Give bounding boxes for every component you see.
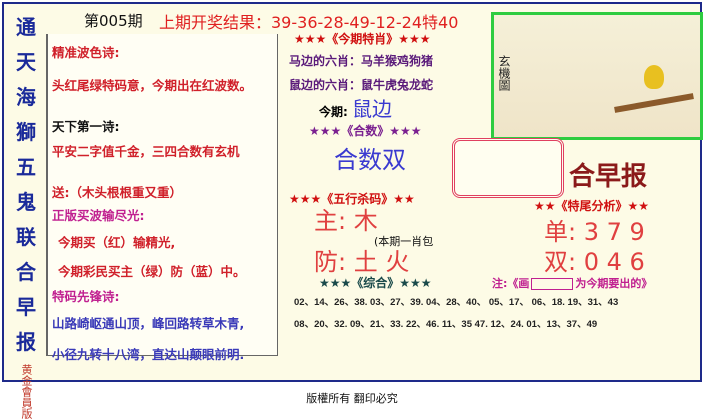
poem-heading: 精准波色诗: xyxy=(52,45,120,60)
section-heading: ★★★《合数》★★★ xyxy=(309,124,422,138)
poem-heading: 特码先锋诗: xyxy=(52,289,120,304)
side-char: 报 xyxy=(16,330,36,354)
note: (本期一肖包 xyxy=(374,235,434,248)
even-tails: 双: 0 4 6 xyxy=(544,248,645,276)
side-char: 鬼 xyxy=(16,190,36,214)
odd-tails: 单: 3 7 9 xyxy=(544,218,645,246)
side-char: 獅 xyxy=(16,120,36,144)
poem-line: 今期彩民买主（绿）防（蓝）中。 xyxy=(58,264,246,279)
element-guard: 防: 土 火 xyxy=(314,248,410,276)
brand-title: 合早报 xyxy=(569,162,648,192)
issue-number: 第005期 xyxy=(84,12,143,30)
side-title: 通 天 海 獅 五 鬼 联 合 早 报 黄金會員版 xyxy=(12,10,40,419)
side-char: 五 xyxy=(16,155,36,179)
poem-line: 山路崎岖通山顶，峰回路转草木青, xyxy=(52,316,245,331)
last-result: 上期开奖结果：39-36-28-49-12-24特40 xyxy=(159,13,459,32)
side-subtitle: 黄金會員版 xyxy=(20,364,33,419)
numbers-block: 02、14、26、38. 03、27、39. 04、28、40、 05、17、 … xyxy=(294,292,618,336)
zodiac-line: 鼠边的六肖：鼠牛虎兔龙蛇 xyxy=(289,78,434,92)
poem-line: 小径九转十八湾，直达山颠眼前明. xyxy=(52,347,245,362)
note-text: 为今期要出的》 xyxy=(575,277,653,290)
bird-icon xyxy=(644,65,664,89)
blank-box xyxy=(452,138,564,198)
poem-heading: 天下第一诗: xyxy=(52,119,120,134)
logo-text: 玄機圖 xyxy=(497,55,511,91)
poem-line: 头红尾绿特码意，今期出在红波数。 xyxy=(52,78,253,93)
label: 今期: xyxy=(319,105,348,119)
numbers-row: 08、20、32. 09、21、33. 22、46. 11、35 47. 12、… xyxy=(294,319,598,330)
poem-heading: 正版买波输尽光: xyxy=(52,208,145,223)
zodiac-line: 马边的六肖：马羊猴鸡狗猪 xyxy=(289,54,434,68)
section-heading: ★★★《今期特肖》★★★ xyxy=(294,32,431,46)
side-char: 合 xyxy=(16,260,36,284)
section-heading: ★★《特尾分析》★★ xyxy=(534,199,650,213)
numbers-row: 02、14、26、38. 03、27、39. 04、28、40、 05、17、 … xyxy=(294,297,619,308)
side-char: 通 xyxy=(16,15,36,39)
section-heading: ★★★《综合》★★★ xyxy=(319,276,432,290)
branch-icon xyxy=(614,93,694,113)
footer-copyright: 版權所有 翻印必究 xyxy=(306,392,398,405)
side-char: 天 xyxy=(16,50,36,74)
side-char: 早 xyxy=(16,295,36,319)
section-heading: ★★★《五行杀码》★★ xyxy=(289,192,415,206)
side-char: 联 xyxy=(16,225,36,249)
sum-pick: 合数双 xyxy=(334,146,406,174)
poem-line: 送:（木头根根重又重） xyxy=(52,185,182,200)
note-box xyxy=(531,278,574,290)
poem-panel: 精准波色诗: 头红尾绿特码意，今期出在红波数。 天下第一诗: 平安二字值千金，三… xyxy=(46,34,278,362)
poem-line: 今期买（红）输精光, xyxy=(58,235,176,250)
illustration: 玄機圖 xyxy=(491,12,703,140)
poem-line: 平安二字值千金，三四合数有玄机 xyxy=(52,144,240,159)
zodiac-pick: 鼠边 xyxy=(352,97,392,121)
side-char: 海 xyxy=(16,85,36,109)
middle-column: ★★★《今期特肖》★★★ 马边的六肖：马羊猴鸡狗猪 鼠边的六肖：鼠牛虎兔龙蛇 今… xyxy=(289,4,484,304)
note-label: 注:《画 xyxy=(492,277,530,290)
element-main: 主: 木 xyxy=(314,207,378,235)
